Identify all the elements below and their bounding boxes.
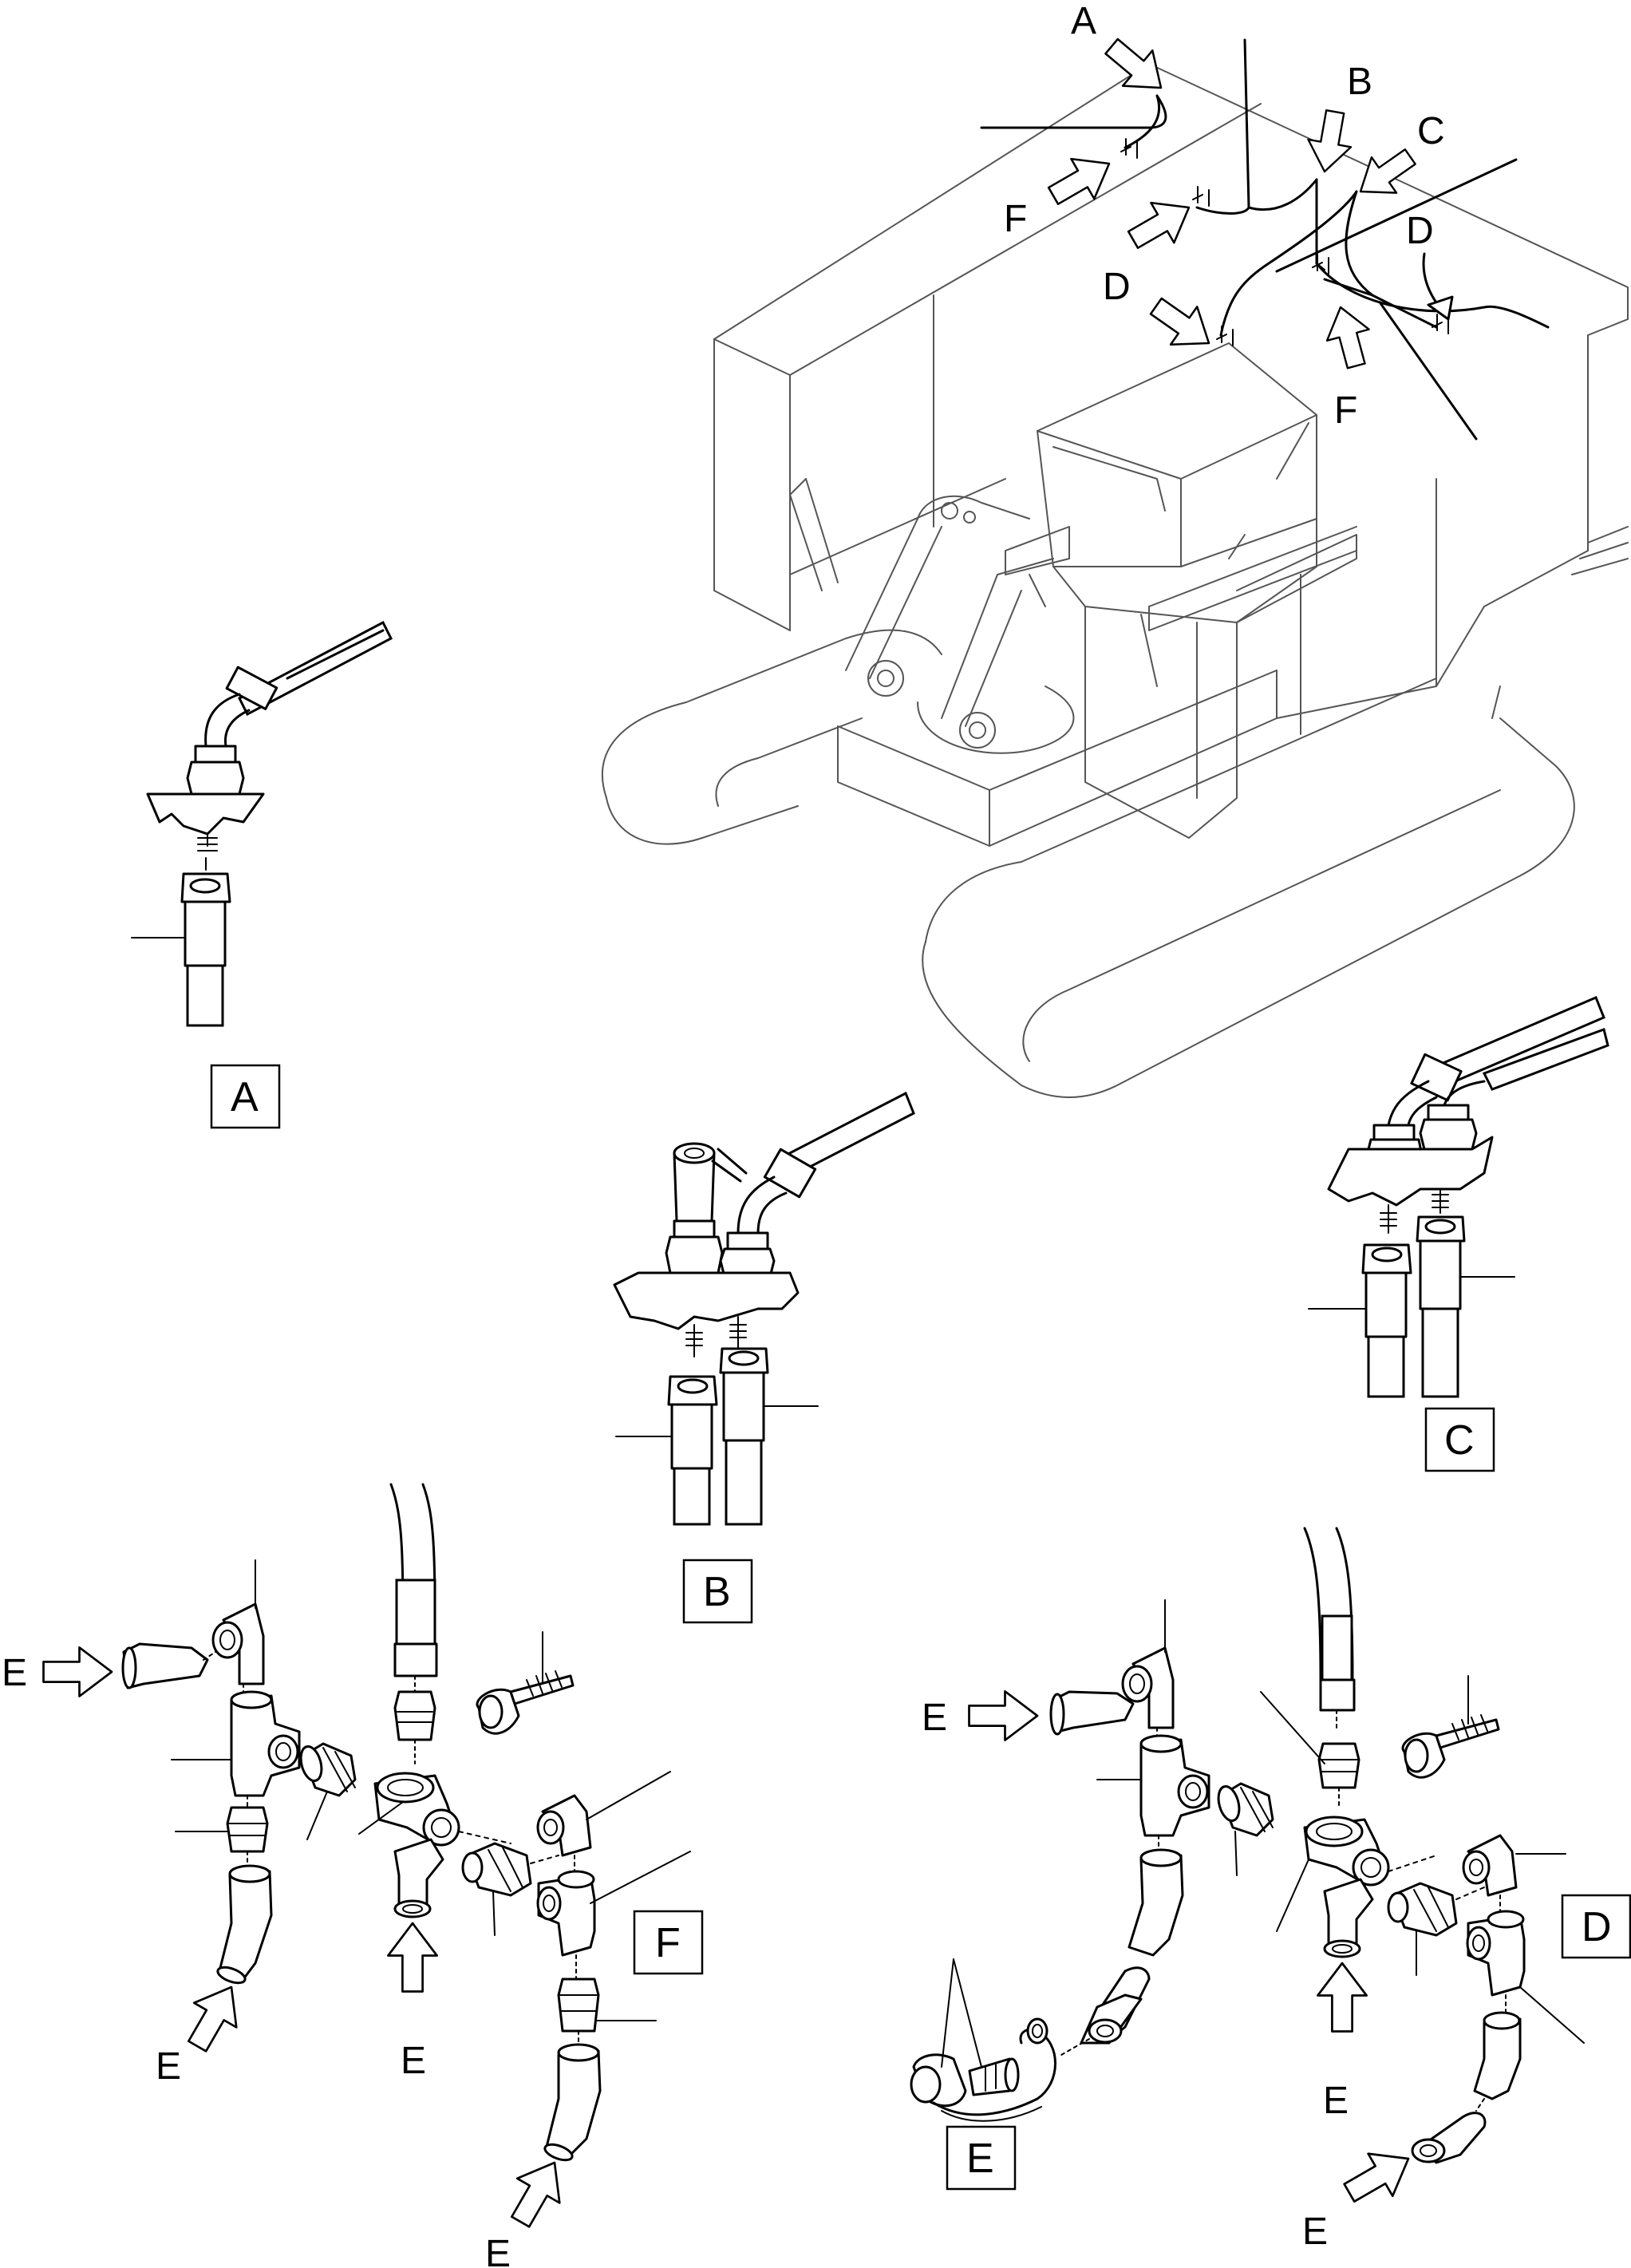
detail-d-arrow-2 xyxy=(1317,1962,1368,2033)
hose-routing xyxy=(980,38,1550,441)
detail-d-arrow-1 xyxy=(968,1690,1039,1741)
detail-box-label-f: F xyxy=(655,1920,681,1966)
detail-box-label-b: B xyxy=(703,1569,731,1615)
detail-f-arrow-2 xyxy=(175,1974,254,2060)
detail-d-arrow-3 xyxy=(1336,2136,1422,2215)
detail-b: B xyxy=(613,1091,915,1624)
detail-d-label-e3: E xyxy=(1302,2211,1328,2253)
overview-arrow-d1 xyxy=(1120,186,1202,261)
detail-d-label-e2: E xyxy=(1323,2080,1349,2122)
overview-arrow-f2 xyxy=(1318,300,1379,373)
overview-arrow-c xyxy=(1347,137,1424,211)
label-f2: F xyxy=(1334,389,1357,432)
detail-box-label-c: C xyxy=(1444,1417,1475,1464)
label-f1: F xyxy=(1004,198,1027,240)
detail-c: C xyxy=(1308,996,1609,1472)
detail-box-label-a: A xyxy=(231,1074,259,1120)
detail-box-label-e: E xyxy=(966,2136,994,2182)
detail-f-arrow-4 xyxy=(498,2149,577,2235)
detail-d-label-e1: E xyxy=(922,1697,947,1739)
label-c: C xyxy=(1417,110,1445,152)
detail-box-label-d: D xyxy=(1582,1904,1612,1950)
label-b: B xyxy=(1347,61,1372,103)
detail-f: E E E E F xyxy=(2,1483,704,2268)
detail-d: E E E E D xyxy=(910,1527,1631,2253)
overview-arrow-b xyxy=(1302,107,1358,176)
detail-f-label-e1: E xyxy=(2,1652,27,1694)
label-d2: D xyxy=(1406,210,1434,252)
excavator-tracks xyxy=(602,629,1575,1098)
swing-bracket xyxy=(845,495,1070,749)
detail-f-label-e2: E xyxy=(156,2045,181,2088)
detail-a: A xyxy=(131,620,393,1129)
detail-f-label-e3: E xyxy=(401,2040,426,2082)
overview-arrow-f1 xyxy=(1041,142,1122,217)
detail-f-arrow-3 xyxy=(387,1922,438,1993)
overview-arrow-d3 xyxy=(1422,252,1454,321)
detail-f-arrow-1 xyxy=(42,1646,113,1697)
overview-arrow-a xyxy=(1096,27,1177,107)
detail-f-label-e4: E xyxy=(485,2233,511,2268)
upper-structure xyxy=(713,63,1629,839)
excavator-overview: A B C F D D F xyxy=(602,0,1629,1098)
label-a: A xyxy=(1071,0,1096,42)
label-d1: D xyxy=(1103,266,1131,308)
